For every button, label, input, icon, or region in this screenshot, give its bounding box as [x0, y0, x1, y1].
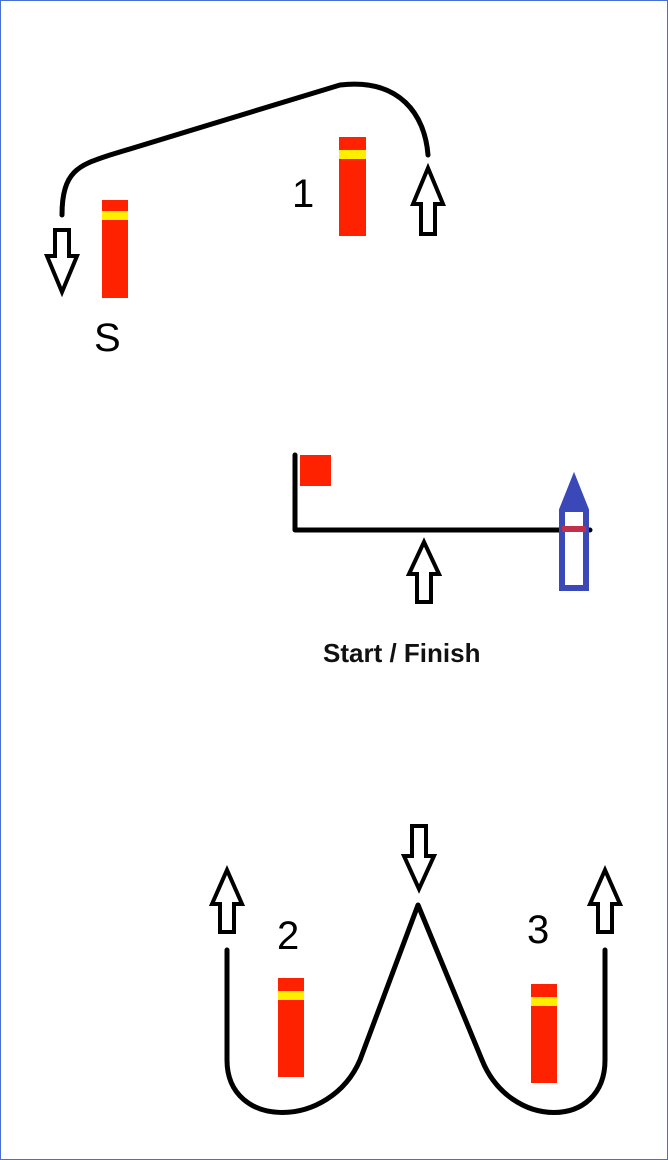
flag-icon	[300, 455, 331, 486]
course-path-top	[59, 81, 431, 218]
mark-label-start: S	[94, 316, 121, 360]
mark-label-3: 3	[527, 908, 550, 952]
committee-boat-icon	[559, 471, 589, 591]
buoy-mark-3	[531, 984, 557, 1083]
down-arrow-icon	[400, 824, 438, 894]
start-finish-caption: Start / Finish	[323, 638, 481, 668]
down-arrow-icon	[44, 228, 80, 298]
buoy-mark-1	[339, 137, 366, 236]
course-path-bottom	[224, 902, 608, 1115]
buoy-start-mark	[102, 200, 128, 298]
mark-label-1: 1	[292, 172, 315, 216]
start-line	[292, 452, 593, 533]
up-arrow-icon	[405, 537, 443, 604]
up-arrow-icon	[586, 865, 624, 934]
buoy-mark-2	[278, 978, 304, 1077]
up-arrow-icon	[410, 162, 446, 236]
up-arrow-icon	[208, 865, 246, 934]
mark-label-2: 2	[277, 914, 300, 958]
